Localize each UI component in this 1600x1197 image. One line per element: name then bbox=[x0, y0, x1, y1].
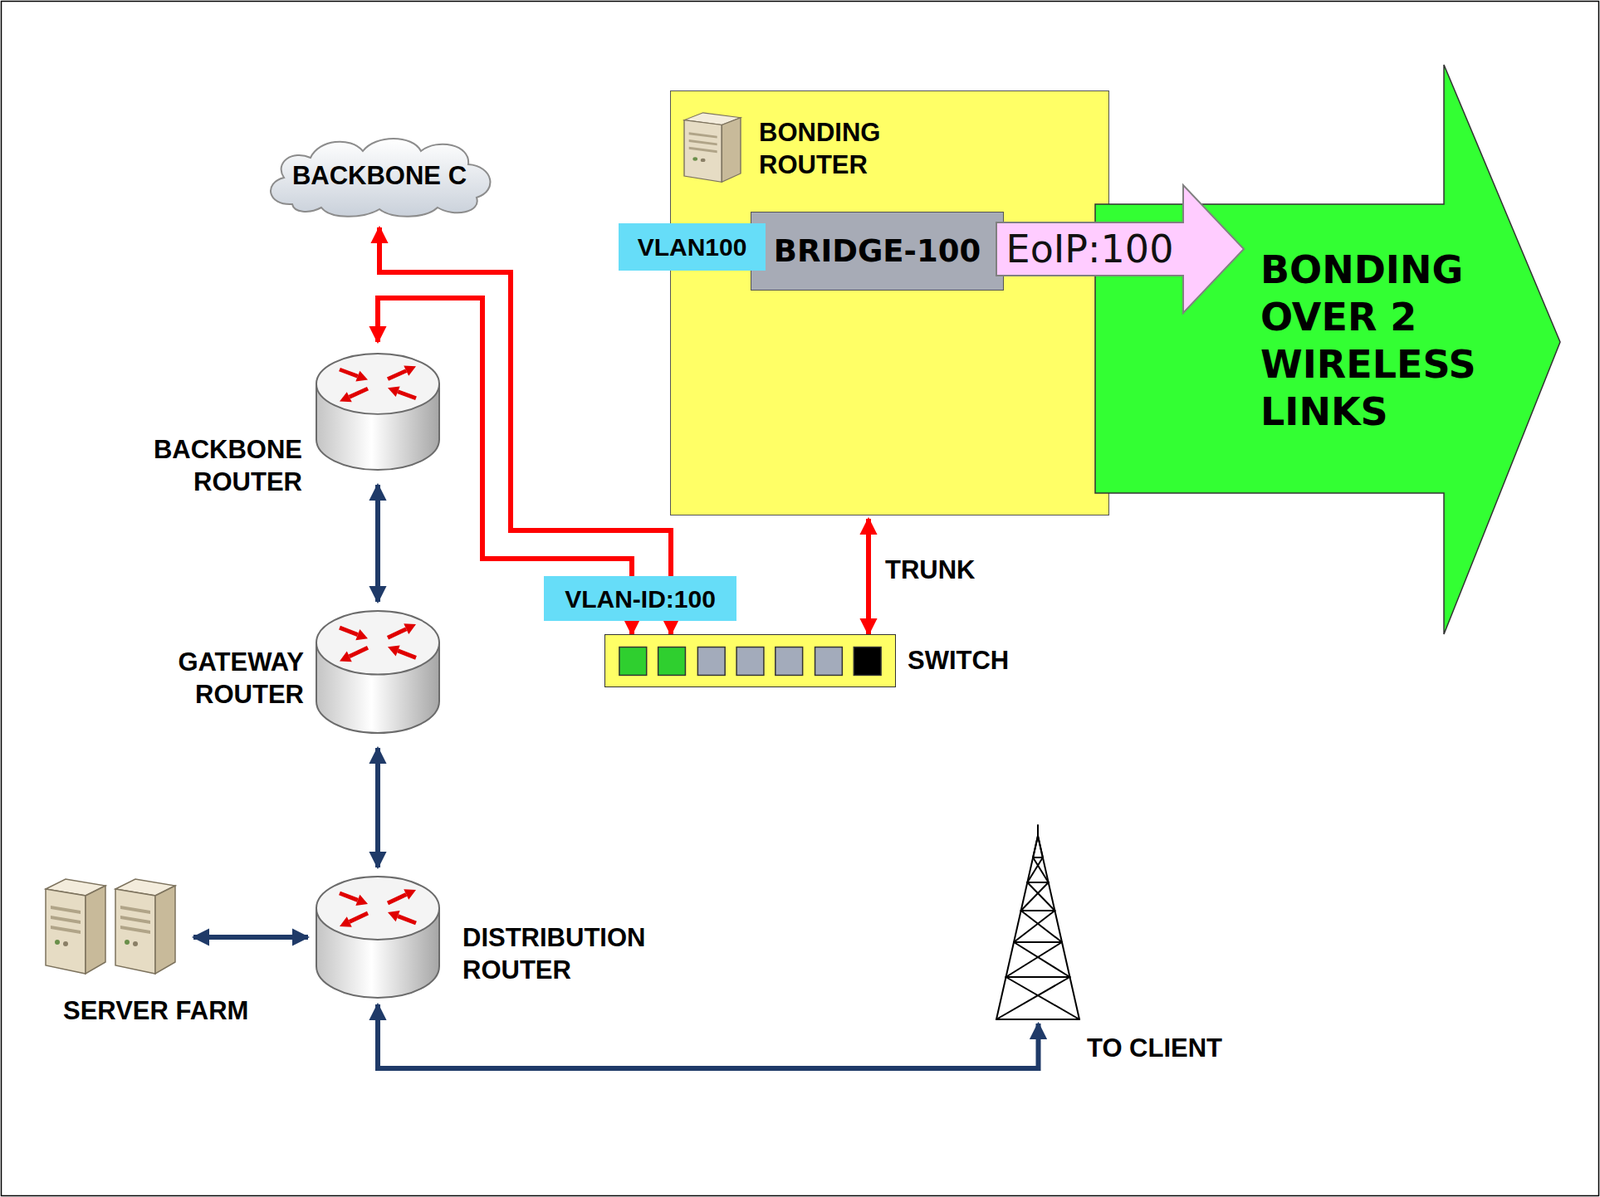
text-holder: SWITCH bbox=[907, 644, 1074, 677]
edge-label-holder: TRUNK bbox=[885, 553, 976, 587]
router-shape bbox=[314, 609, 441, 735]
tunnel-arrow: EoIP:100 bbox=[996, 183, 1246, 315]
servers-shape bbox=[45, 872, 189, 975]
node-label: GATEWAY ROUTER bbox=[121, 645, 304, 711]
node-label: TO CLIENT bbox=[1086, 1032, 1270, 1065]
text-holder: DISTRIBUTION ROUTER bbox=[462, 921, 671, 987]
bridge-box: BRIDGE-100 bbox=[750, 211, 1004, 291]
text-holder: GATEWAY ROUTER bbox=[121, 645, 304, 711]
node-label: DISTRIBUTION ROUTER bbox=[462, 921, 671, 987]
text-holder: BACKBONE C bbox=[259, 131, 500, 220]
server-icon bbox=[684, 107, 741, 183]
text-holder: EoIP:100 bbox=[996, 222, 1184, 276]
vlan-tag: VLAN100 bbox=[618, 223, 766, 271]
node-label: BONDING OVER 2 WIRELESS LINKS bbox=[1260, 246, 1527, 436]
connector bbox=[866, 518, 871, 635]
node-label: VLAN-ID:100 bbox=[564, 582, 716, 616]
switch-node: SWITCH bbox=[604, 634, 896, 688]
text-holder: VLAN100 bbox=[618, 223, 766, 271]
text-holder: BONDING ROUTER bbox=[758, 116, 913, 182]
text-holder: BACKBONE ROUTER bbox=[119, 433, 303, 499]
tower-shape bbox=[989, 824, 1087, 1021]
tower-node: TO CLIENT bbox=[989, 824, 1087, 1021]
router-node: BACKBONE ROUTER bbox=[314, 352, 441, 472]
node-label: BACKBONE ROUTER bbox=[119, 433, 303, 499]
connector bbox=[193, 934, 309, 940]
connector bbox=[375, 484, 381, 602]
connector bbox=[377, 1004, 1039, 1069]
connector bbox=[375, 748, 381, 868]
edge-label: TRUNK bbox=[885, 553, 976, 587]
cloud-node: BACKBONE C bbox=[259, 131, 500, 220]
node-label: SERVER FARM bbox=[63, 994, 296, 1028]
node-label: SWITCH bbox=[907, 644, 1074, 677]
text-holder: SERVER FARM bbox=[63, 994, 296, 1028]
bonding-arrow: BONDING OVER 2 WIRELESS LINKS bbox=[1095, 63, 1561, 636]
bonding-router-box: BONDING ROUTER BRIDGE-100 bbox=[670, 90, 1110, 516]
vlan-tag: VLAN-ID:100 bbox=[543, 576, 737, 622]
node-label: BRIDGE-100 bbox=[773, 233, 981, 270]
node-label: BACKBONE C bbox=[292, 159, 467, 192]
node-label: BONDING ROUTER bbox=[758, 116, 913, 182]
server-farm-node: SERVER FARM bbox=[45, 872, 189, 975]
sw-shape bbox=[605, 635, 896, 687]
router-node: GATEWAY ROUTER bbox=[314, 609, 441, 735]
node-label: VLAN100 bbox=[637, 230, 748, 264]
router-shape bbox=[314, 875, 441, 1000]
text-holder: BONDING OVER 2 WIRELESS LINKS bbox=[1260, 246, 1527, 436]
text-holder: BRIDGE-100 bbox=[751, 212, 1004, 290]
text-holder: TO CLIENT bbox=[1086, 1032, 1270, 1065]
node-label: EoIP:100 bbox=[1006, 225, 1175, 273]
router-node: DISTRIBUTION ROUTER bbox=[314, 875, 441, 1000]
text-holder: VLAN-ID:100 bbox=[543, 576, 737, 622]
router-shape bbox=[314, 352, 441, 472]
